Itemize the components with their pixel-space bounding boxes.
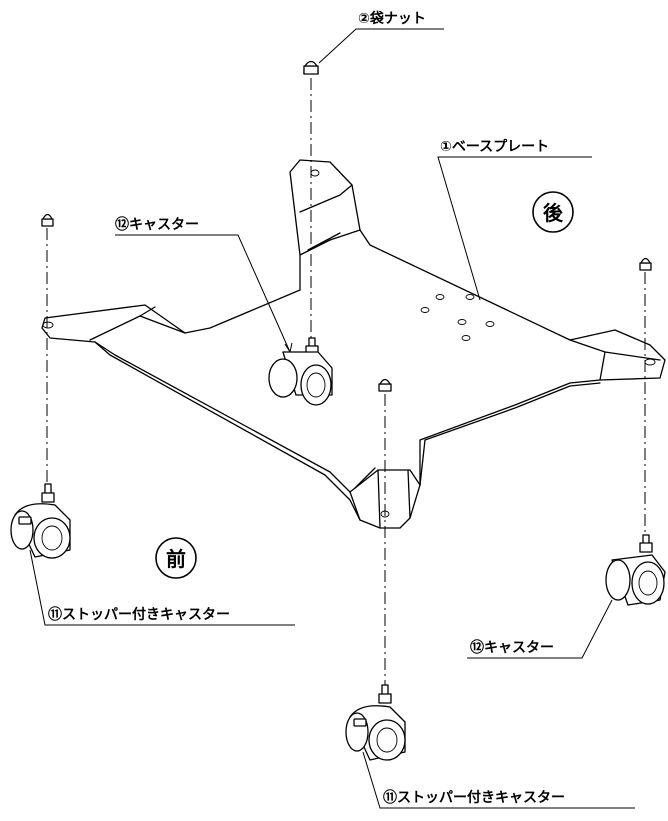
rear-label: 後 xyxy=(543,201,564,225)
cap-nut-right xyxy=(639,257,652,271)
base-plate-label: ①ベースプレート xyxy=(440,139,549,155)
stopper-caster-left-label: ⑪ストッパー付きキャスター xyxy=(48,606,230,623)
center-lines xyxy=(46,78,646,690)
caster-under-plate xyxy=(268,337,333,406)
leader-lines xyxy=(29,28,635,809)
caster-right xyxy=(605,534,666,606)
rear-mark: 後 xyxy=(532,191,574,233)
caster-top-label: ⑫キャスター xyxy=(115,216,199,233)
stopper-caster-bottom xyxy=(345,684,406,761)
cap-nut-left xyxy=(41,213,54,227)
cap-nut-top xyxy=(303,60,319,75)
stopper-caster-bottom-label: ⑪ストッパー付きキャスター xyxy=(383,789,565,806)
cap-nut-label: ②袋ナット xyxy=(358,10,426,27)
front-mark: 前 xyxy=(155,537,197,579)
cap-nut-front xyxy=(378,378,392,392)
stopper-caster-left xyxy=(10,483,71,559)
front-label: 前 xyxy=(166,547,186,571)
caster-right-label: ⑫キャスター xyxy=(470,639,554,656)
base-plate xyxy=(41,159,666,529)
